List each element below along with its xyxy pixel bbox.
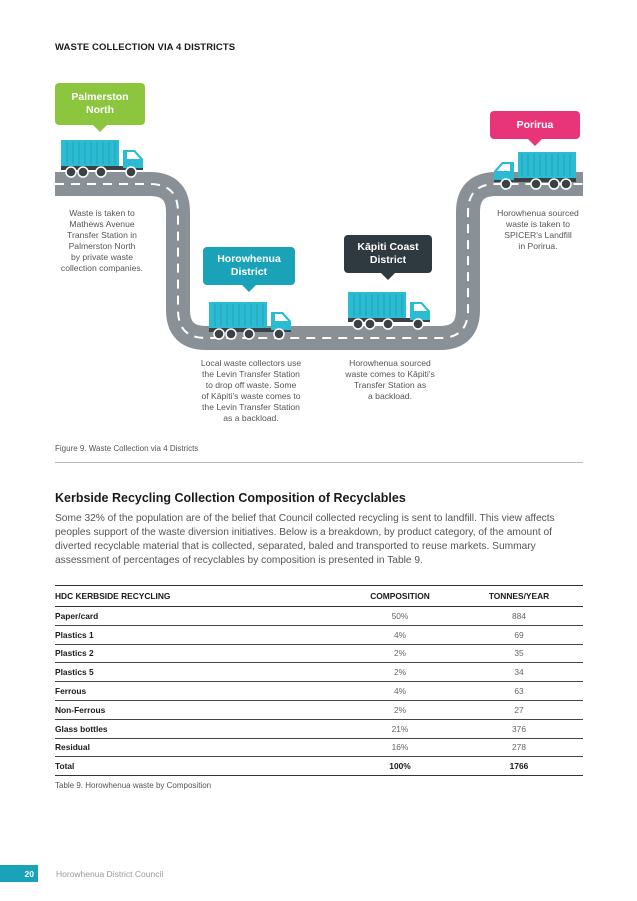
section-title: Kerbside Recycling Collection Compositio… xyxy=(55,491,406,505)
cell-total-tonnes: 1766 xyxy=(455,756,583,777)
truck-kapiti xyxy=(347,291,431,330)
page-number-badge: 20 xyxy=(0,865,38,882)
divider xyxy=(55,462,583,463)
section-paragraph: Some 32% of the population are of the be… xyxy=(55,513,555,566)
road-centre-line xyxy=(55,183,583,339)
recycling-table: HDC KERBSIDE RECYCLING COMPOSITION TONNE… xyxy=(55,585,583,777)
cell-category: Residual xyxy=(55,738,345,758)
cell-tonnes: 35 xyxy=(455,644,583,664)
cell-category: Glass bottles xyxy=(55,719,345,739)
cell-category: Ferrous xyxy=(55,681,345,701)
col-header-tonnes: TONNES/YEAR xyxy=(455,585,583,607)
waste-collection-diagram xyxy=(55,139,583,350)
footer-org-name: Horowhenua District Council xyxy=(56,869,164,879)
truck-horowhenua xyxy=(208,301,292,340)
callout-porirua: Porirua xyxy=(490,111,580,146)
cell-composition: 2% xyxy=(345,662,455,683)
table-header-row: HDC KERBSIDE RECYCLING COMPOSITION TONNE… xyxy=(55,585,583,607)
table-caption: Table 9. Horowhenua waste by Composition xyxy=(55,781,212,790)
note-porirua: Horowhenua sourced waste is taken to SPI… xyxy=(497,208,579,251)
cell-composition: 21% xyxy=(345,719,455,739)
cell-tonnes: 884 xyxy=(455,606,583,626)
cell-category: Plastics 5 xyxy=(55,662,345,683)
note-kapiti: Horowhenua sourced waste comes to Kāpiti… xyxy=(345,358,435,401)
cell-tonnes: 34 xyxy=(455,662,583,683)
cell-total-label: Total xyxy=(55,756,345,777)
cell-category: Non-Ferrous xyxy=(55,700,345,720)
note-horowhenua: Local waste collectors use the Levin Tra… xyxy=(200,358,302,423)
cell-category: Plastics 1 xyxy=(55,625,345,645)
cell-composition: 50% xyxy=(345,606,455,626)
cell-composition: 4% xyxy=(345,681,455,701)
col-header-composition: COMPOSITION xyxy=(345,585,455,607)
truck-palmerston xyxy=(60,139,144,178)
cell-tonnes: 63 xyxy=(455,681,583,701)
cell-tonnes: 376 xyxy=(455,719,583,739)
note-palmerston-north: Waste is taken to Mathews Avenue Transfe… xyxy=(60,208,144,273)
col-header-category: HDC KERBSIDE RECYCLING xyxy=(55,585,345,607)
cell-total-composition: 100% xyxy=(345,756,455,777)
callout-horowhenua-district: Horowhenua District xyxy=(203,247,295,292)
cell-tonnes: 27 xyxy=(455,700,583,720)
cell-category: Plastics 2 xyxy=(55,644,345,664)
cell-composition: 2% xyxy=(345,700,455,720)
cell-tonnes: 69 xyxy=(455,625,583,645)
cell-composition: 16% xyxy=(345,738,455,758)
page-heading: WASTE COLLECTION VIA 4 DISTRICTS xyxy=(55,42,236,53)
cell-composition: 2% xyxy=(345,644,455,664)
cell-composition: 4% xyxy=(345,625,455,645)
truck-porirua xyxy=(493,151,577,190)
cell-category: Paper/card xyxy=(55,606,345,626)
figure-caption: Figure 9. Waste Collection via 4 Distric… xyxy=(55,444,199,453)
cell-tonnes: 278 xyxy=(455,738,583,758)
callout-palmerston-north: Palmerston North xyxy=(55,83,145,132)
callout-kapiti-coast-district: Kāpiti Coast District xyxy=(344,235,432,280)
